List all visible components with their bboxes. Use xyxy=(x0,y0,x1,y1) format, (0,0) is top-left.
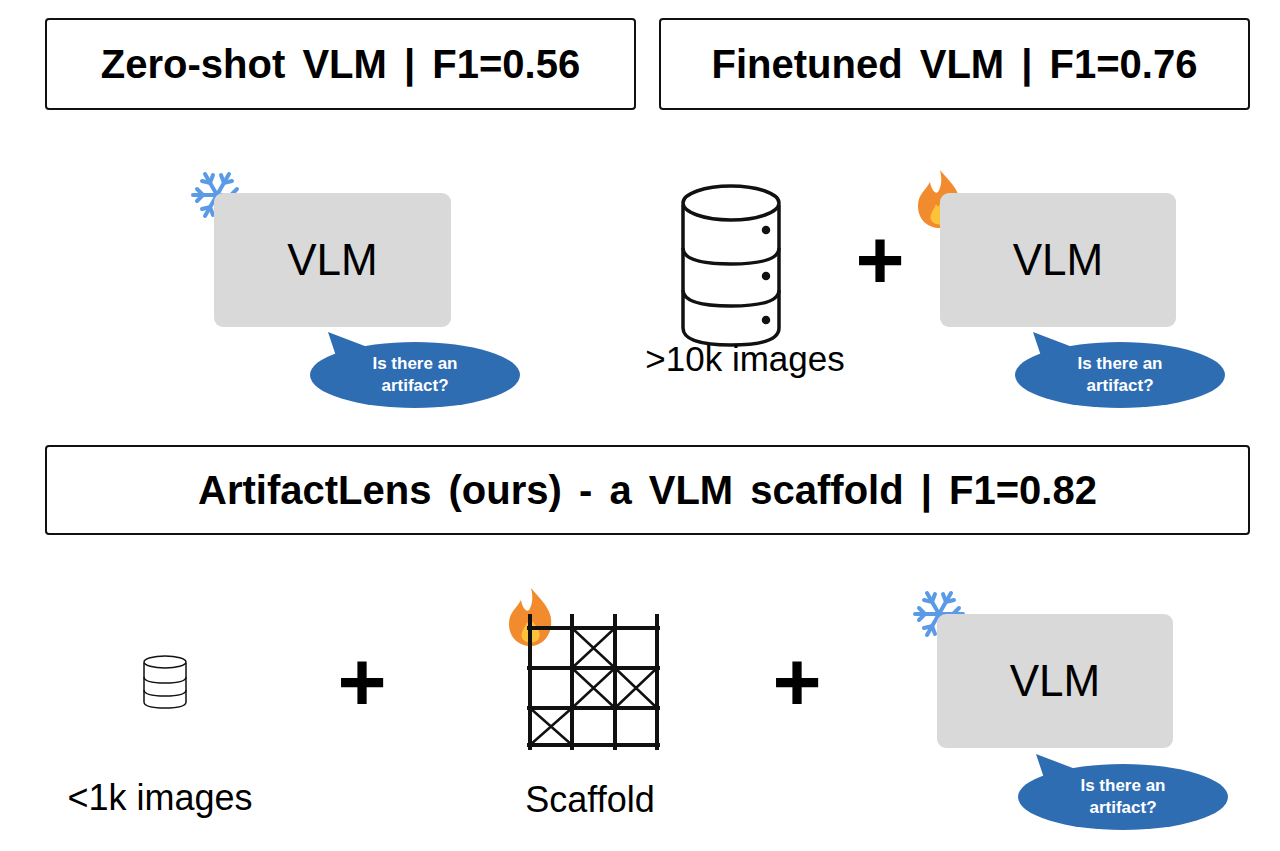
node-title: VLM xyxy=(1010,656,1100,706)
node-title: ArtifactLens (ours) - a VLM scaffold | F… xyxy=(198,468,1097,513)
header-box: ArtifactLens (ours) - a VLM scaffold | F… xyxy=(45,445,1250,535)
model-box: VLM xyxy=(937,614,1173,748)
icon-caption: >10k images xyxy=(600,341,890,376)
bubble-text: Is there an artifact? xyxy=(356,353,474,397)
bubble-shape xyxy=(1018,764,1228,830)
bubble-shape xyxy=(1015,342,1225,408)
node-title: Finetuned VLM | F1=0.76 xyxy=(712,42,1198,87)
node-title: Zero-shot VLM | F1=0.56 xyxy=(101,42,580,87)
icon-caption: <1k images xyxy=(30,780,290,816)
node-title: VLM xyxy=(287,235,377,285)
bubble-text: Is there an artifact? xyxy=(1064,775,1182,819)
speech-bubble: Is there an artifact? xyxy=(1018,764,1228,830)
model-box: VLM xyxy=(940,193,1176,327)
speech-bubble: Is there an artifact? xyxy=(1015,342,1225,408)
plus-sign: + xyxy=(320,640,404,724)
database-icon xyxy=(683,186,779,345)
header-box: Finetuned VLM | F1=0.76 xyxy=(659,18,1250,110)
database-icon xyxy=(144,656,186,708)
icon-caption: Scaffold xyxy=(490,782,690,818)
node-title: VLM xyxy=(1013,235,1103,285)
header-box: Zero-shot VLM | F1=0.56 xyxy=(45,18,636,110)
bubble-text: Is there an artifact? xyxy=(1061,353,1179,397)
plus-sign: + xyxy=(755,640,839,724)
model-box: VLM xyxy=(214,193,451,327)
bubble-shape xyxy=(310,342,520,408)
speech-bubble: Is there an artifact? xyxy=(310,342,520,408)
plus-sign: + xyxy=(840,218,920,302)
scaffold-icon xyxy=(527,614,660,750)
